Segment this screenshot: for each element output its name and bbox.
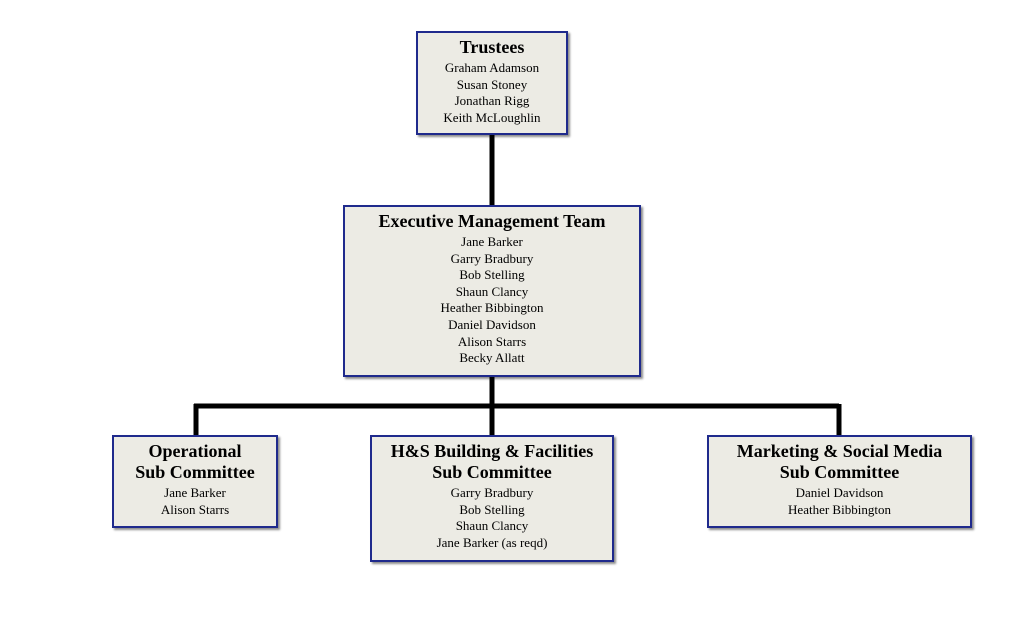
title-line: Sub Committee <box>135 462 255 482</box>
member-name: Jane Barker <box>164 485 226 500</box>
hs-building-committee-member-list: Garry Bradbury Bob Stelling Shaun Clancy… <box>372 485 612 551</box>
member-name: Shaun Clancy <box>455 283 529 299</box>
member-name: Daniel Davidson <box>448 316 536 332</box>
member-name: Daniel Davidson <box>795 485 884 500</box>
trustees-title: Trustees <box>459 37 525 57</box>
member-name: Bob Stelling <box>459 501 525 517</box>
title-line: H&S Building & Facilities <box>390 441 594 461</box>
member-name: Heather Bibbington <box>788 501 891 517</box>
operational-committee-title: Operational Sub Committee <box>114 441 276 483</box>
trustees-member-list: Graham Adamson Susan Stoney Jonathan Rig… <box>418 60 566 126</box>
member-name: Alison Starrs <box>457 333 527 349</box>
trustees-box: Trustees Graham Adamson Susan Stoney Jon… <box>416 31 568 135</box>
operational-committee-box: Operational Sub Committee Jane Barker Al… <box>112 435 278 528</box>
executive-team-member-list: Jane Barker Garry Bradbury Bob Stelling … <box>345 234 639 367</box>
title-line: Marketing & Social Media <box>736 441 943 461</box>
operational-committee-member-list: Jane Barker Alison Starrs <box>114 485 276 518</box>
member-name: Jonathan Rigg <box>454 93 530 109</box>
marketing-committee-title: Marketing & Social Media Sub Committee <box>709 441 970 483</box>
title-line: Sub Committee <box>779 462 900 482</box>
marketing-committee-member-list: Daniel Davidson Heather Bibbington <box>709 485 970 518</box>
hs-building-committee-title: H&S Building & Facilities Sub Committee <box>372 441 612 483</box>
member-name: Susan Stoney <box>456 76 528 92</box>
title-line: Sub Committee <box>432 462 552 482</box>
member-name: Becky Allatt <box>459 350 525 366</box>
member-name: Shaun Clancy <box>455 518 529 534</box>
marketing-committee-box: Marketing & Social Media Sub Committee D… <box>707 435 972 528</box>
member-name: Keith McLoughlin <box>443 109 541 125</box>
hs-building-committee-box: H&S Building & Facilities Sub Committee … <box>370 435 614 562</box>
title-line: Operational <box>148 441 242 461</box>
member-name: Heather Bibbington <box>440 300 544 316</box>
member-name: Graham Adamson <box>444 60 540 75</box>
member-name: Jane Barker (as reqd) <box>436 534 548 550</box>
member-name: Alison Starrs <box>160 501 230 517</box>
member-name: Garry Bradbury <box>450 485 534 500</box>
executive-team-title: Executive Management Team <box>378 211 606 231</box>
member-name: Bob Stelling <box>459 267 525 283</box>
member-name: Jane Barker <box>461 234 523 249</box>
executive-team-box: Executive Management Team Jane Barker Ga… <box>343 205 641 377</box>
member-name: Garry Bradbury <box>450 250 534 266</box>
